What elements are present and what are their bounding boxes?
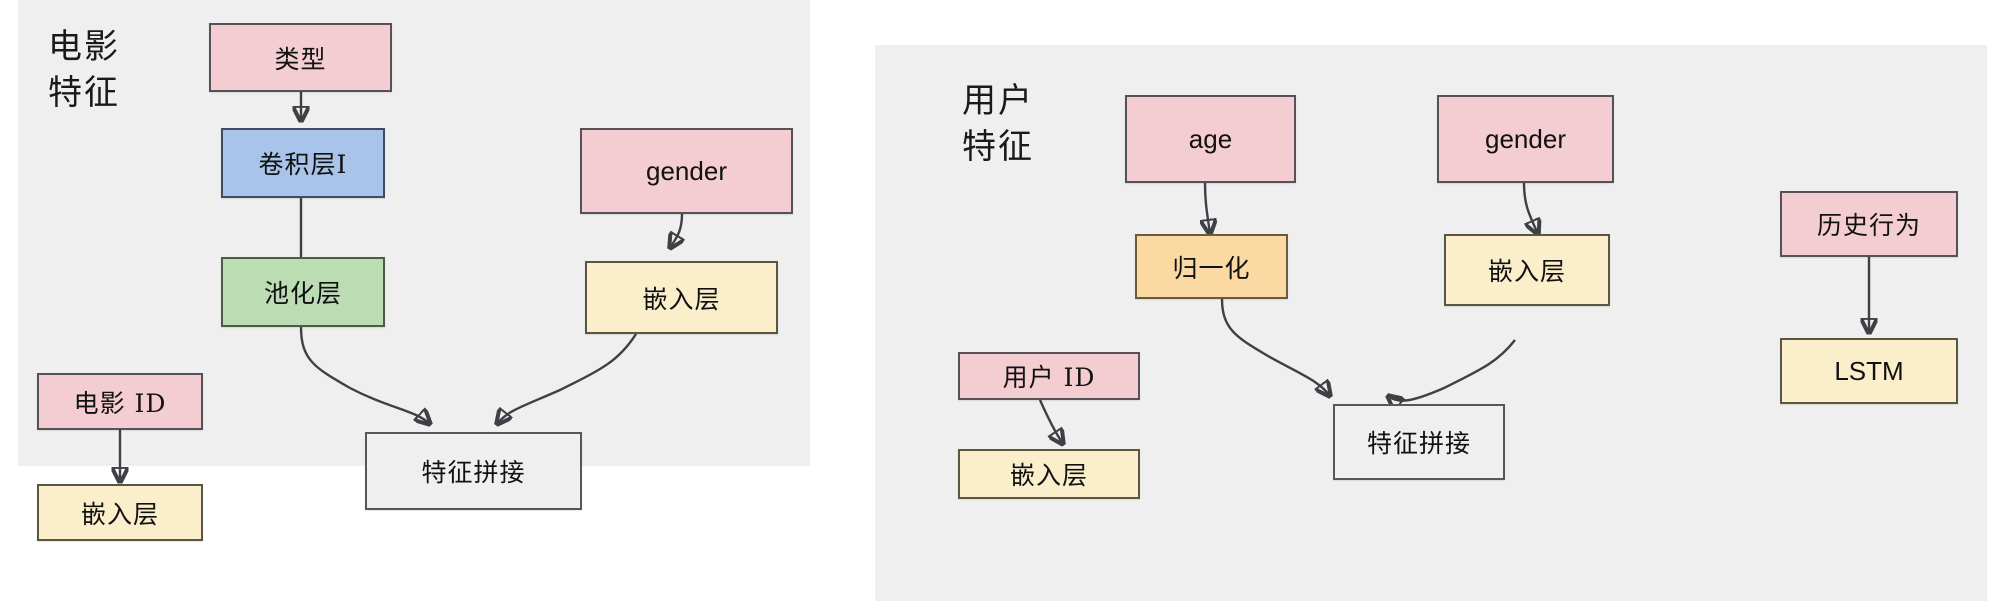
node-movie-concat[interactable]: 特征拼接 <box>365 432 582 510</box>
node-user-concat[interactable]: 特征拼接 <box>1333 404 1505 480</box>
movie-feature-label: 电影 特征 <box>48 27 120 113</box>
node-movie-gender[interactable]: gender <box>580 128 793 214</box>
node-conv-layer[interactable]: 卷积层I <box>221 128 385 198</box>
node-normalize[interactable]: 归一化 <box>1135 234 1288 299</box>
user-feature-label: 用户 特征 <box>962 81 1034 167</box>
node-history-behavior[interactable]: 历史行为 <box>1780 191 1958 257</box>
node-movie-id-embedding[interactable]: 嵌入层 <box>37 484 203 541</box>
node-age[interactable]: age <box>1125 95 1296 183</box>
node-movie-gender-embedding[interactable]: 嵌入层 <box>585 261 778 334</box>
node-user-id-embedding[interactable]: 嵌入层 <box>958 449 1140 499</box>
node-user-id[interactable]: 用户 ID <box>958 352 1140 400</box>
node-user-gender-embedding[interactable]: 嵌入层 <box>1444 234 1610 306</box>
node-movie-id[interactable]: 电影 ID <box>37 373 203 430</box>
node-genre[interactable]: 类型 <box>209 23 392 92</box>
node-lstm[interactable]: LSTM <box>1780 338 1958 404</box>
node-user-gender[interactable]: gender <box>1437 95 1614 183</box>
node-pool-layer[interactable]: 池化层 <box>221 257 385 327</box>
user-feature-panel <box>875 45 1987 601</box>
